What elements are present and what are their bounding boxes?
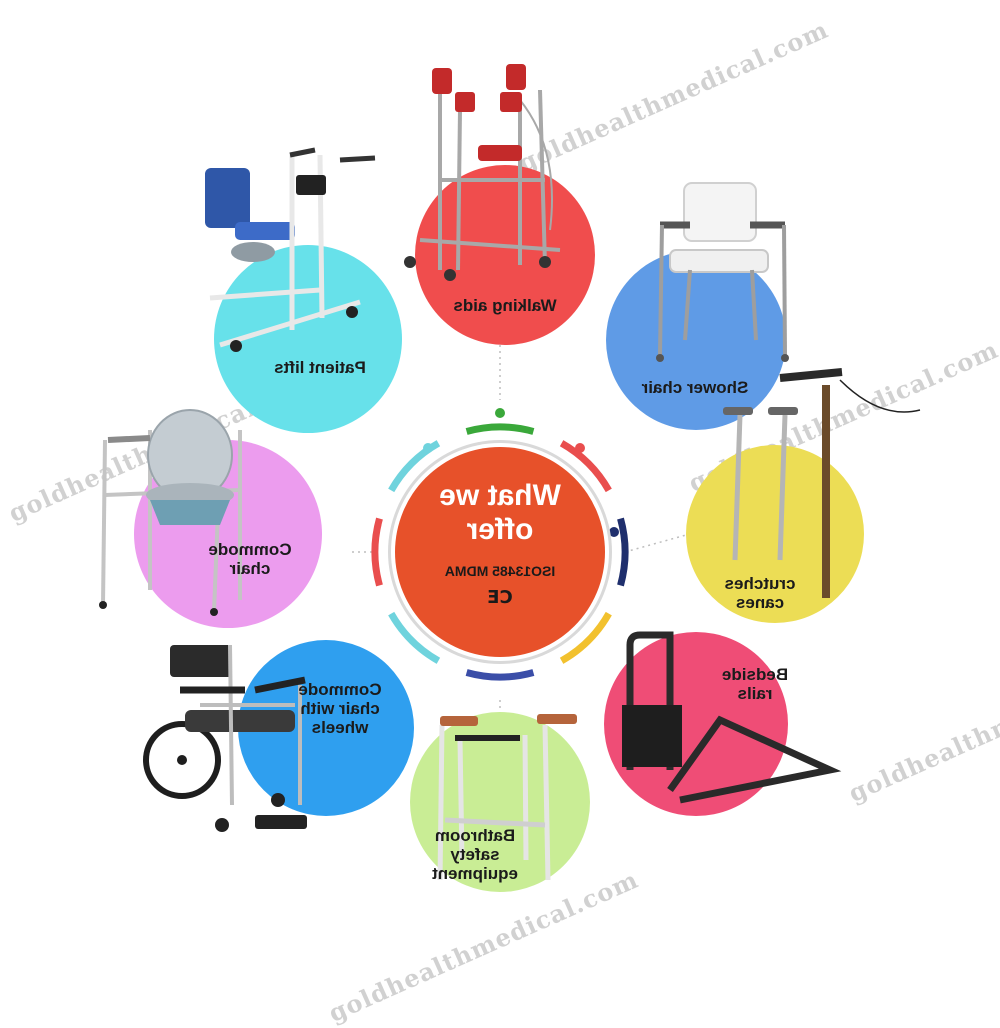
category-label: Shower chair bbox=[641, 378, 749, 397]
category-label: Walking aids bbox=[453, 296, 557, 315]
patient-lift-icon bbox=[205, 147, 376, 352]
category-label: Bathroom safety equipment bbox=[432, 826, 518, 883]
ring-segment bbox=[371, 517, 383, 587]
ring-segment bbox=[465, 669, 535, 681]
ring-segment bbox=[617, 517, 629, 587]
offer-diagram: goldhealthmedical.com goldhealthmedical.… bbox=[4, 15, 1000, 1028]
ring-segment bbox=[465, 423, 535, 435]
category-label: Bedside rails bbox=[721, 665, 789, 703]
category-label: Commode chair with wheels bbox=[298, 680, 382, 737]
ring-dot bbox=[575, 443, 585, 453]
commode-chair-icon bbox=[99, 409, 242, 616]
ring-segment bbox=[388, 611, 441, 664]
crutches-cane-icon bbox=[723, 368, 921, 598]
category-walking-aids bbox=[415, 165, 595, 345]
ce-mark: CE bbox=[487, 587, 513, 608]
bed-rail-icon bbox=[622, 631, 842, 804]
ring-dot bbox=[495, 408, 505, 418]
ring-segment bbox=[559, 611, 612, 664]
category-label: crutches canes bbox=[724, 574, 796, 612]
ring-segment bbox=[559, 440, 612, 493]
shower-chair-icon bbox=[656, 182, 789, 362]
ring-dot bbox=[609, 527, 619, 537]
category-label: Patient lifts bbox=[274, 358, 366, 377]
hub-title: What we offer bbox=[439, 479, 561, 546]
toilet-rail-icon bbox=[437, 714, 577, 881]
wheeled-commode-icon bbox=[143, 644, 307, 832]
category-label: Commode chair bbox=[208, 540, 292, 578]
segmented-ring bbox=[371, 423, 629, 681]
hub-circle: What we offer ISO13485 MDMA CE bbox=[395, 447, 605, 657]
ring-segment bbox=[388, 440, 441, 493]
walker-icon bbox=[404, 64, 561, 281]
hub-certification: ISO13485 MDMA bbox=[444, 563, 556, 579]
illustrations bbox=[99, 64, 921, 881]
category-crutches-canes bbox=[686, 445, 864, 623]
ring-dot bbox=[423, 443, 433, 453]
